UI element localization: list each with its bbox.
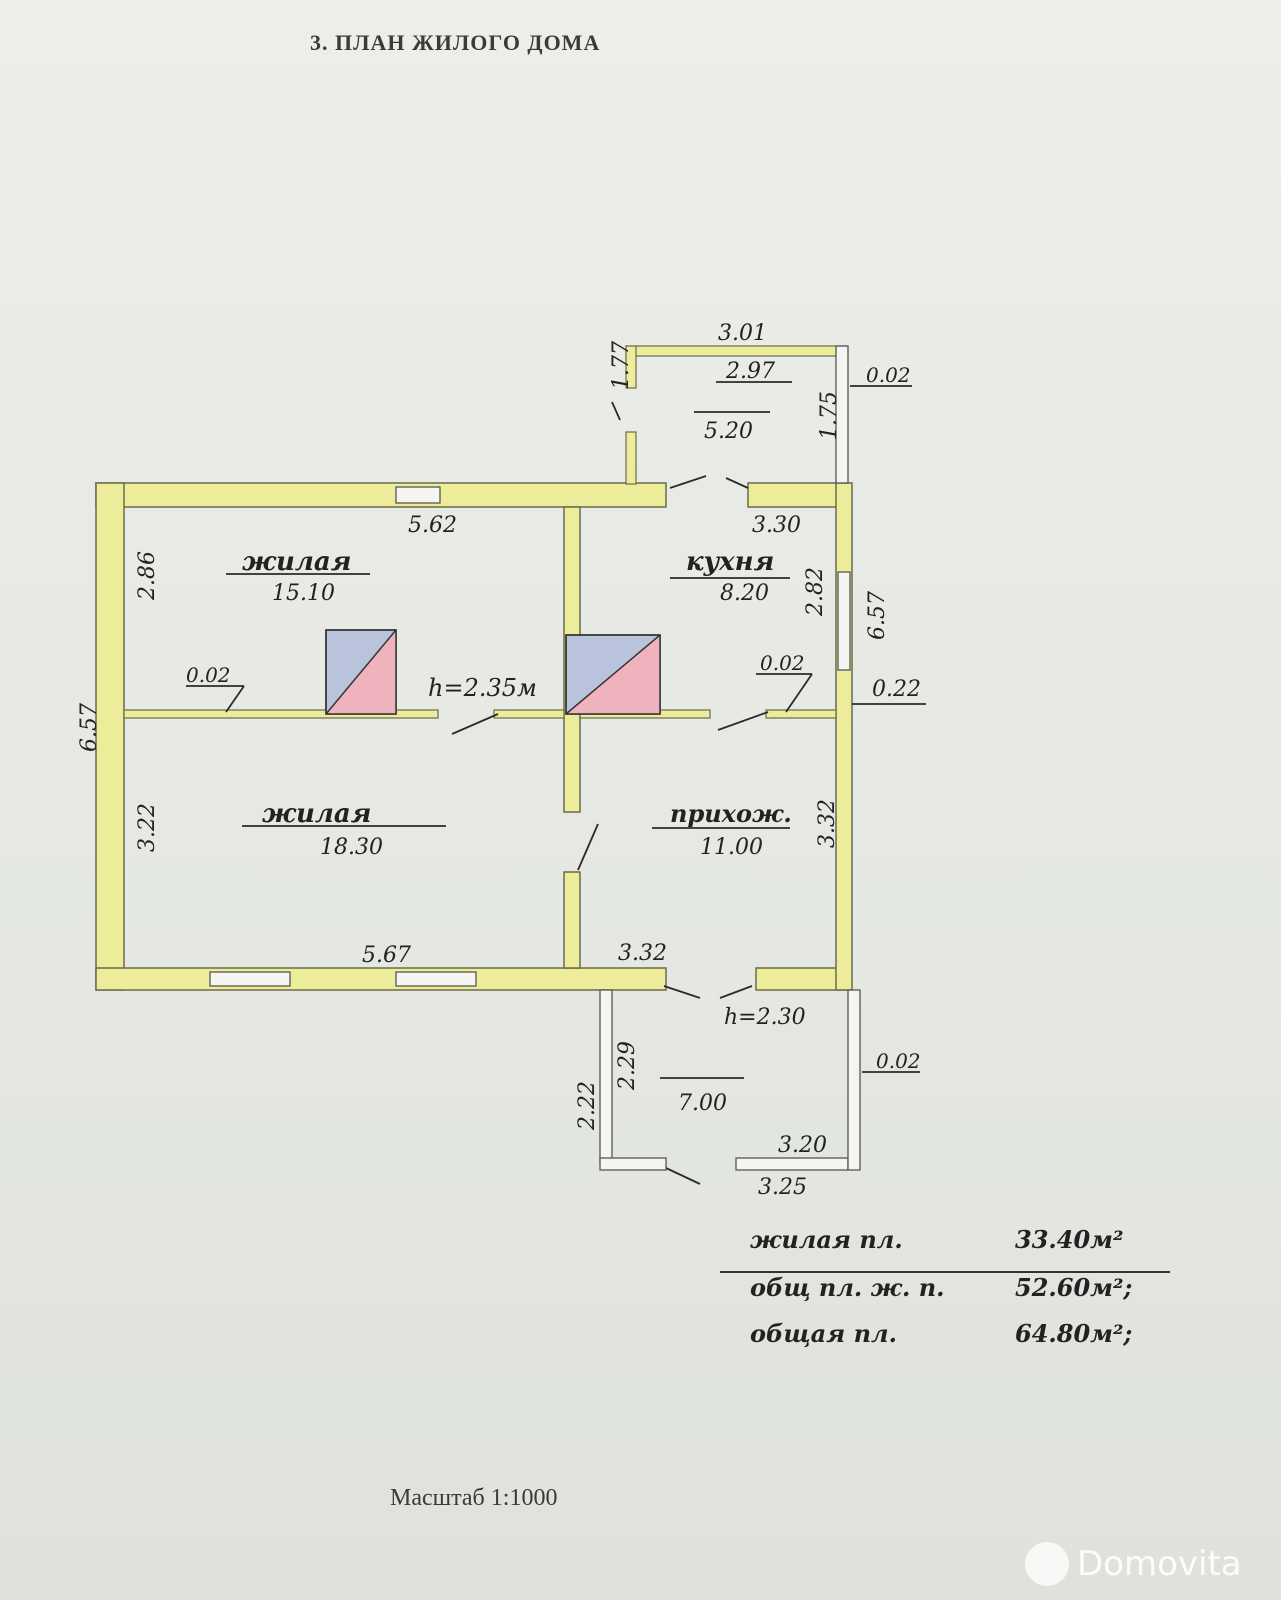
wall-right [835,482,853,991]
door-swing-3 [577,823,599,871]
dim-top-left: 5.62 [408,513,457,538]
total-living-label: жилая пл. [750,1225,903,1254]
wall-interior-vertical-bottom [563,871,581,969]
total-dwelling-area: общ пл. ж. п. 52.60м²; [720,1273,1240,1319]
room-3-name: кухня [686,547,774,577]
room-4-area: 11.00 [700,835,763,860]
scale-label: Масштаб 1:1000 [390,1485,558,1511]
area-totals: жилая пл. 33.40м² общ пл. ж. п. 52.60м²;… [720,1225,1240,1365]
total-area: общая пл. 64.80м²; [720,1319,1240,1365]
window-bottom-1 [209,971,291,987]
watermark-text: Domovita [1077,1544,1242,1584]
room-6-area: 7.00 [678,1091,727,1116]
dim-bottom-right: 3.32 [618,941,667,966]
dim-right-total: 6.57 [865,591,890,640]
stove-left [325,629,397,715]
wall-bottom-left [95,967,667,991]
room-3-area: 8.20 [720,581,769,606]
dim-left-upper: 2.86 [135,551,160,601]
door-swing-1 [451,713,499,735]
dim-left-total: 6.57 [77,703,102,752]
door-swing-6 [719,985,753,999]
watermark: Domovita [1025,1542,1242,1586]
porch-bottom-window-right [847,989,861,1171]
dim-right-upper: 2.82 [803,567,828,617]
dim-top-right: 3.30 [752,513,801,538]
total-dwelling-value: 52.60м²; [1015,1273,1133,1302]
porch-top-wall-left [625,345,637,389]
dim-porch-top-outer: 3.01 [718,321,767,346]
total-area-value: 64.80м²; [1015,1319,1133,1348]
dim-porch-bottom-outer-left: 2.22 [575,1081,600,1131]
door-swing-9 [665,1167,701,1185]
dim-porch-bottom-inner: 3.20 [778,1133,827,1158]
door-swing-5 [725,477,749,489]
room-1-area: 15.10 [272,581,335,606]
total-living-area: жилая пл. 33.40м² [720,1225,1170,1273]
stove-right [565,634,661,715]
room-4-name: прихож. [670,799,792,828]
door-swing-7 [663,985,701,999]
dim-porch-bottom-inner-left: 2.29 [615,1041,640,1091]
door-swing-4 [669,475,707,489]
height-porch: h=2.30 [724,1005,806,1030]
door-swing-2 [717,711,769,731]
porch-top-wall-top [625,345,847,357]
porch-bottom-window-bottom-right [735,1157,849,1171]
room-1-name: жилая [242,547,351,577]
porch-bottom-window-bottom-left [599,1157,667,1171]
dim-porch-bottom-outer: 3.25 [758,1175,807,1200]
dim-porch-top-left: 1.77 [609,341,634,390]
dim-wall-right: 0.22 [872,677,921,702]
dim-porch-top-wall: 0.02 [866,363,911,387]
door-swing-8 [611,401,621,421]
height-main: h=2.35м [428,674,537,702]
total-dwelling-label: общ пл. ж. п. [750,1273,945,1302]
dim-porch-top-inner: 2.97 [725,359,775,384]
dim-porch-top-right: 1.75 [817,391,842,440]
partition-left [123,709,439,719]
page-title: 3. ПЛАН ЖИЛОГО ДОМА [310,30,601,55]
partition-mid [493,709,565,719]
porch-top-window [835,345,849,484]
window-right [837,571,851,671]
total-area-label: общая пл. [750,1319,897,1348]
room-5-area: 5.20 [704,419,753,444]
dim-partition-right: 0.02 [760,651,805,675]
window-bottom-2 [395,971,477,987]
dim-left-lower: 3.22 [135,803,160,852]
dim-bottom-left: 5.67 [362,943,411,968]
porch-bottom-window-left [599,989,613,1163]
wall-top-right [747,482,849,508]
porch-top-wall-left-2 [625,431,637,485]
wall-top-left [95,482,667,508]
room-2-area: 18.30 [320,835,383,860]
window-top [395,486,441,504]
dim-porch-bottom-wall: 0.02 [876,1049,921,1073]
room-2-name: жилая [262,799,371,829]
total-living-value: 33.40м² [1015,1225,1124,1254]
dim-partition-left: 0.02 [186,663,231,687]
partition-right-2 [765,709,837,719]
watermark-logo-icon [1025,1542,1069,1586]
wall-bottom-right [755,967,849,991]
dim-right-lower: 3.32 [815,799,840,848]
wall-left [95,482,125,991]
